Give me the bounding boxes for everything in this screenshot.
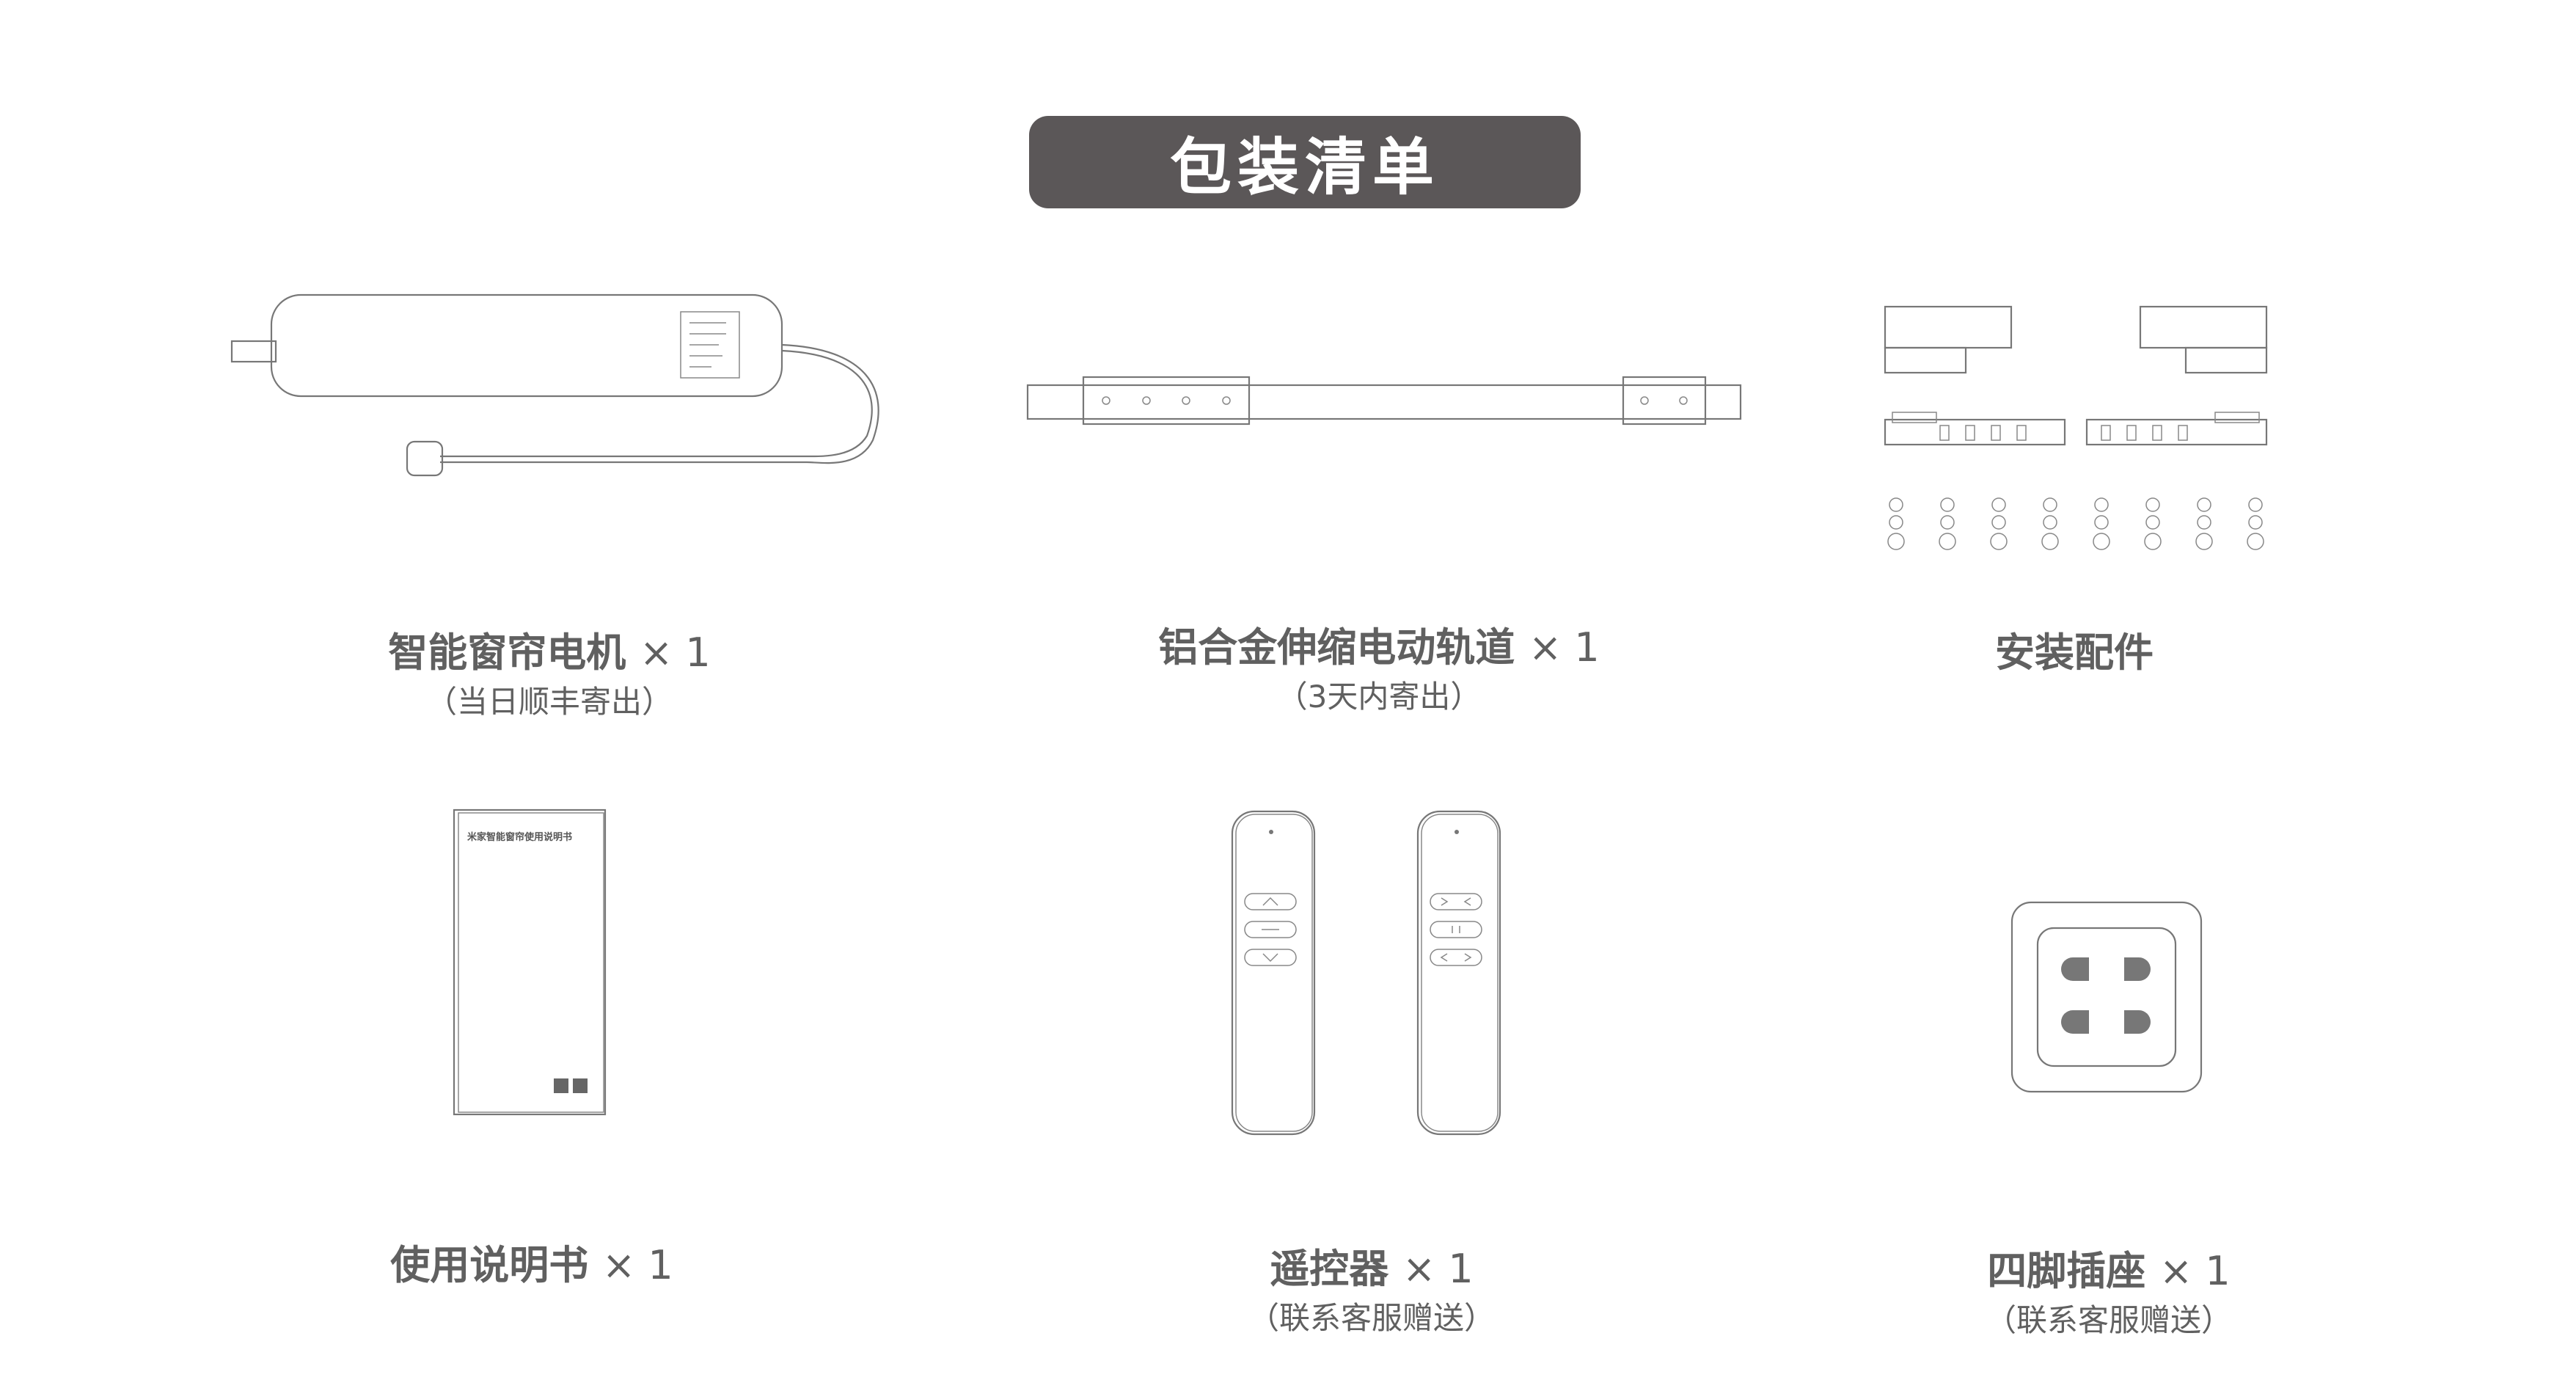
item-quantity: × 1 (2159, 1248, 2231, 1294)
item-note: （3天内寄出） (1276, 679, 1482, 715)
item-note: （联系客服赠送） (1985, 1302, 2232, 1338)
item-quantity: × 1 (1402, 1246, 1474, 1292)
page-title: 包装清单 (1169, 131, 1440, 203)
caption-telescopic-rail: 铝合金伸缩电动轨道 × 1 （3天内寄出） (1049, 622, 1709, 719)
curtain-motor-icon (220, 279, 902, 492)
caption-curtain-motor: 智能窗帘电机 × 1 （当日顺丰寄出） (219, 627, 879, 724)
item-note: （联系客服赠送） (1248, 1300, 1495, 1336)
item-quantity: × 1 (1529, 624, 1600, 671)
mounting-parts-icon (1870, 293, 2281, 565)
caption-manual: 使用说明书 × 1 (202, 1240, 862, 1293)
item-name: 使用说明书 (390, 1242, 589, 1288)
remote-controls-icon (1229, 807, 1507, 1141)
item-name: 智能窗帘电机 (388, 629, 626, 676)
caption-remote-controls: 遥控器 × 1 （联系客服赠送） (1042, 1244, 1702, 1340)
caption-power-socket: 四脚插座 × 1 （联系客服赠送） (1779, 1246, 2439, 1343)
title-banner: 包装清单 (1029, 116, 1581, 208)
caption-mounting-parts: 安装配件 (1744, 627, 2404, 680)
telescopic-rail-icon (1023, 367, 1749, 440)
manual-cover-text: 米家智能窗帘使用说明书 (467, 832, 573, 843)
manual-icon: 米家智能窗帘使用说明书 (451, 807, 609, 1119)
power-socket-icon (2008, 899, 2205, 1095)
item-name: 铝合金伸缩电动轨道 (1158, 624, 1515, 671)
item-quantity: × 1 (602, 1242, 673, 1288)
item-name: 四脚插座 (1987, 1248, 2146, 1294)
item-quantity: × 1 (640, 629, 711, 676)
item-note: （当日顺丰寄出） (425, 684, 673, 720)
item-name: 安装配件 (1995, 629, 2154, 676)
item-name: 遥控器 (1270, 1246, 1389, 1292)
